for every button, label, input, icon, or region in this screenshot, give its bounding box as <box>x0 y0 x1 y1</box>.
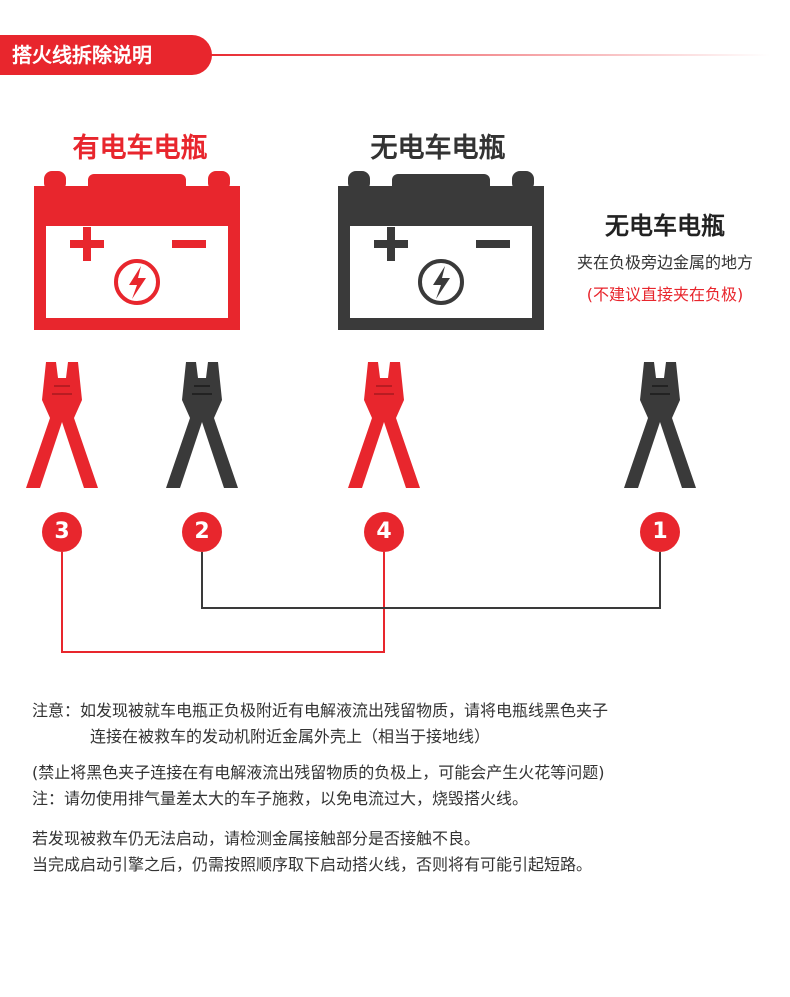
section-title: 搭火线拆除说明 <box>12 43 152 67</box>
title-underline <box>200 54 770 56</box>
dead-battery-icon <box>338 171 544 330</box>
step-number-badge: 4 <box>364 512 404 552</box>
black-clamp-icon <box>166 362 238 488</box>
instructions-text: 注意：如发现被就车电瓶正负极附近有电解液流出残留物质，请将电瓶线黑色夹子 连接在… <box>32 698 772 878</box>
red-clamp-icon <box>348 362 420 488</box>
note-line: 注意：如发现被就车电瓶正负极附近有电解液流出残留物质，请将电瓶线黑色夹子 <box>32 701 609 720</box>
red-clamp-icon <box>26 362 98 488</box>
charged-battery-title: 有电车电瓶 <box>72 133 208 164</box>
step-number-badge: 2 <box>182 512 222 552</box>
step-number-badge: 3 <box>42 512 82 552</box>
dead-battery-title: 无电车电瓶 <box>370 133 506 164</box>
note-line: 当完成启动引擎之后，仍需按照顺序取下启动搭火线，否则将有可能引起短路。 <box>32 855 593 874</box>
side-note-title: 无电车电瓶 <box>605 212 725 240</box>
ground-point-note: 无电车电瓶 夹在负极旁边金属的地方 (不建议直接夹在负极) <box>545 206 785 305</box>
side-note-line2: (不建议直接夹在负极) <box>586 285 744 304</box>
note-line: 连接在被救车的发动机附近金属外壳上（相当于接地线） <box>90 727 491 746</box>
black-clamp-icon <box>624 362 696 488</box>
note-line: 注：请勿使用排气量差太大的车子施救，以免电流过大，烧毁搭火线。 <box>32 789 529 808</box>
section-title-tab: 搭火线拆除说明 <box>0 35 212 75</box>
note-line: 若发现被救车仍无法启动，请检测金属接触部分是否接触不良。 <box>32 829 481 848</box>
step-number-badge: 1 <box>640 512 680 552</box>
charged-battery-icon <box>34 171 240 330</box>
side-note-line1: 夹在负极旁边金属的地方 <box>576 253 753 272</box>
note-line: (禁止将黑色夹子连接在有电解液流出残留物质的负极上，可能会产生火花等问题) <box>32 763 605 782</box>
